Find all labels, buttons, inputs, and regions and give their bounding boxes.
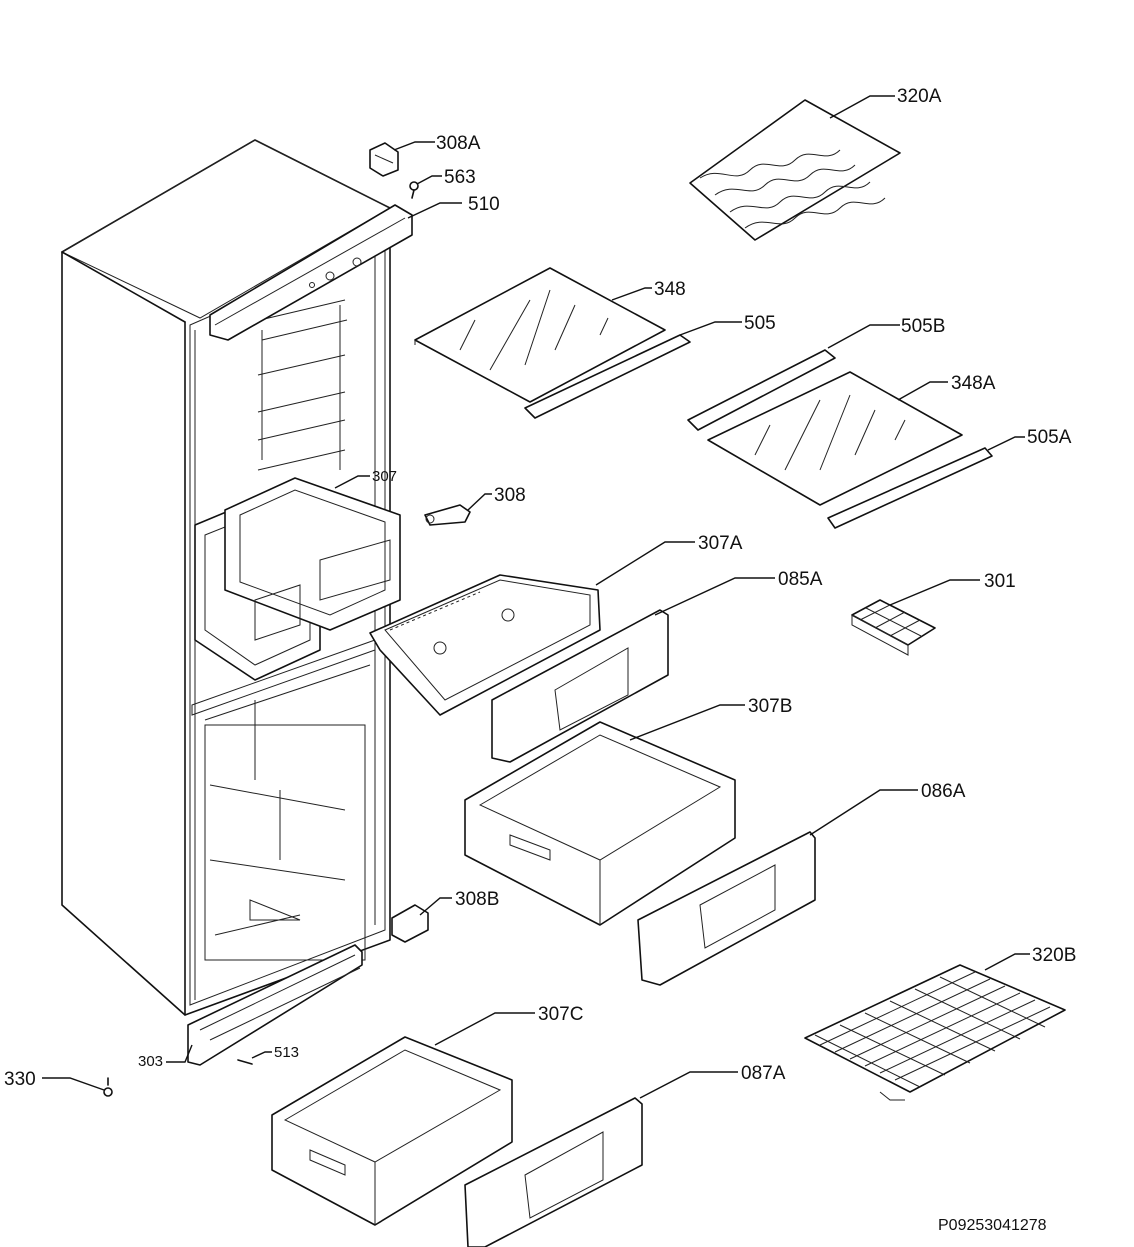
hinge-308A [369, 142, 399, 177]
label-307: 307 [372, 468, 397, 485]
kickplate-303 [187, 944, 363, 1066]
crisper-307B [464, 721, 736, 926]
label-303: 303 [138, 1053, 163, 1070]
glass-shelf-348A [707, 371, 963, 506]
foot-330 [103, 1077, 113, 1097]
label-348A: 348A [951, 373, 996, 394]
label-505: 505 [744, 313, 776, 334]
label-308A: 308A [436, 133, 481, 154]
leader-lines [42, 95, 1030, 1099]
label-348: 348 [654, 279, 686, 300]
document-code: P09253041278 [938, 1217, 1047, 1234]
label-307B: 307B [748, 696, 792, 717]
label-087A: 087A [741, 1063, 786, 1084]
part-labels: 320A 308A 563 510 348 505 505B 348A 505A… [4, 86, 1076, 1234]
shelf-trim-505B [687, 349, 836, 431]
shelf-trim-505A [827, 447, 993, 529]
label-510: 510 [468, 194, 500, 215]
glass-shelf-348 [414, 267, 666, 403]
hinge-pin-308 [424, 504, 471, 526]
label-513: 513 [274, 1044, 299, 1061]
drawer-front-085A [491, 609, 669, 763]
drawer-front-087A [464, 1097, 643, 1247]
label-505A: 505A [1027, 427, 1072, 448]
drawer-front-086A [637, 831, 816, 986]
label-308: 308 [494, 485, 526, 506]
crisper-307C [271, 1036, 513, 1226]
label-330: 330 [4, 1069, 36, 1090]
shelf-trim-505 [524, 334, 691, 419]
label-320B: 320B [1032, 945, 1076, 966]
label-563: 563 [444, 167, 476, 188]
label-320A: 320A [897, 86, 942, 107]
label-505B: 505B [901, 316, 945, 337]
tray-307A [369, 574, 601, 716]
cabinet [60, 139, 401, 1016]
ice-tray-301 [851, 599, 936, 656]
label-085A: 085A [778, 569, 823, 590]
wire-shelf-320B [804, 964, 1066, 1101]
label-307A: 307A [698, 533, 743, 554]
bottle-rack-320A [689, 99, 901, 241]
label-086A: 086A [921, 781, 966, 802]
label-307C: 307C [538, 1004, 583, 1025]
label-301: 301 [984, 571, 1016, 592]
hinge-308B [391, 904, 429, 943]
screw-513 [237, 1059, 253, 1065]
label-308B: 308B [455, 889, 499, 910]
control-panel-510 [209, 204, 413, 341]
screw-563 [409, 181, 419, 199]
